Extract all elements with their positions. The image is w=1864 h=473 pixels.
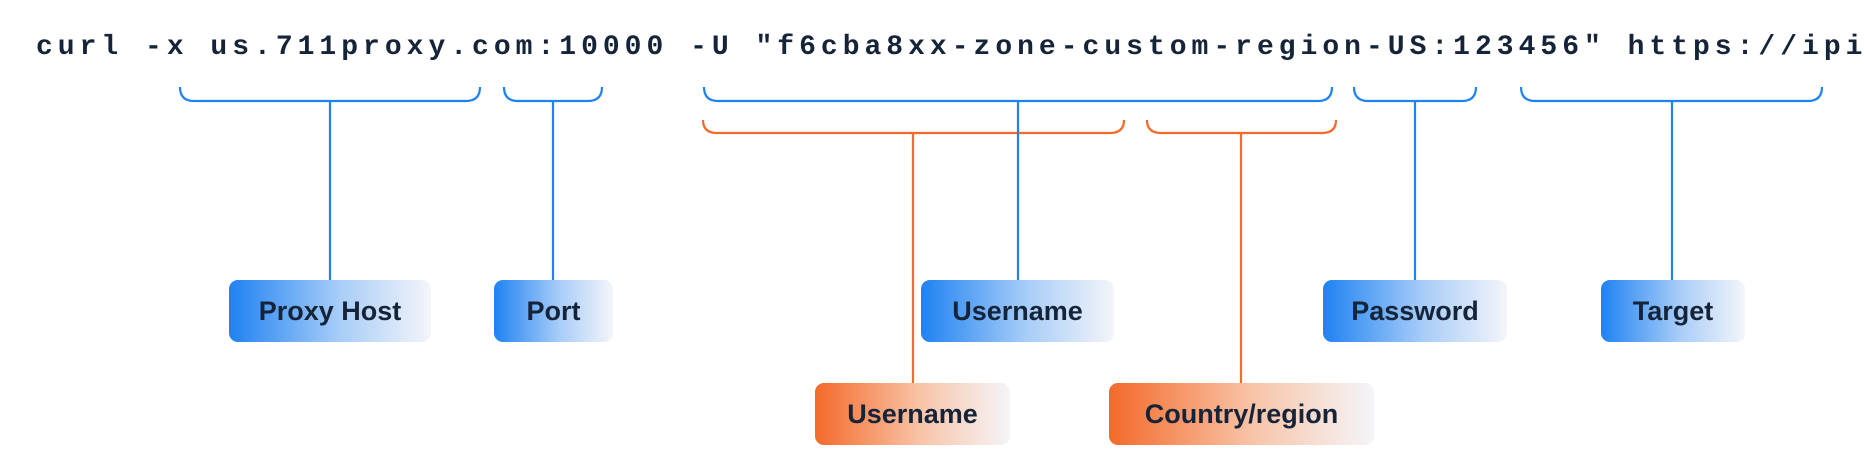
proxy-host-label: Proxy Host	[229, 280, 431, 342]
username-bracket	[702, 86, 1334, 103]
country-region-bracket	[1145, 119, 1338, 135]
target-label: Target	[1601, 280, 1745, 342]
password-label: Password	[1323, 280, 1507, 342]
port-bracket	[502, 86, 604, 103]
username-part-label: Username	[815, 383, 1010, 445]
target-bracket	[1519, 86, 1824, 103]
curl-command: curl -x us.711proxy.com:10000 -U "f6cba8…	[36, 32, 1864, 63]
port-label: Port	[494, 280, 613, 342]
username-part-bracket	[701, 119, 1126, 135]
password-bracket	[1352, 86, 1478, 103]
username-label: Username	[921, 280, 1114, 342]
country-region-label: Country/region	[1109, 383, 1374, 445]
proxy-host-bracket	[178, 86, 482, 103]
